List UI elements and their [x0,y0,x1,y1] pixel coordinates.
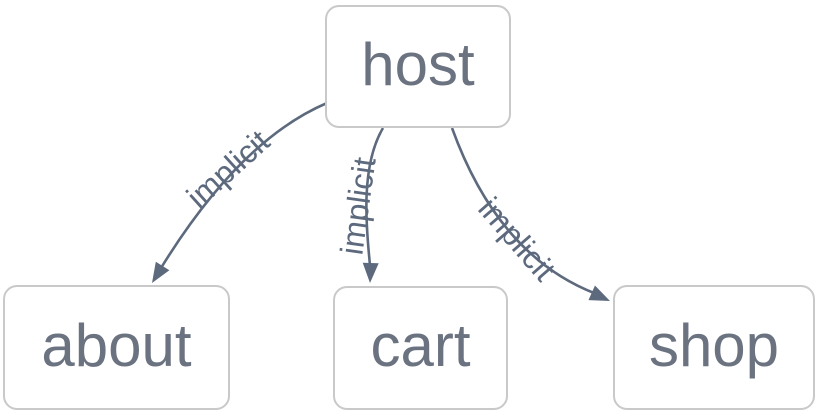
node-about[interactable]: about [3,285,230,410]
node-cart[interactable]: cart [333,286,508,410]
edge-host-about[interactable] [159,101,328,269]
edge-host-cart[interactable] [365,127,385,267]
node-host-label: host [361,30,475,98]
arrowhead-host-about-icon [152,261,170,283]
node-shop[interactable]: shop [613,285,815,410]
node-cart-label: cart [370,312,471,379]
arrowhead-host-shop-icon [588,285,610,301]
node-host[interactable]: host [325,5,511,128]
node-about-label: about [41,311,192,379]
node-shop-label: shop [648,311,780,379]
edge-host-shop[interactable] [450,127,595,295]
arrowhead-host-cart-icon [362,262,379,283]
